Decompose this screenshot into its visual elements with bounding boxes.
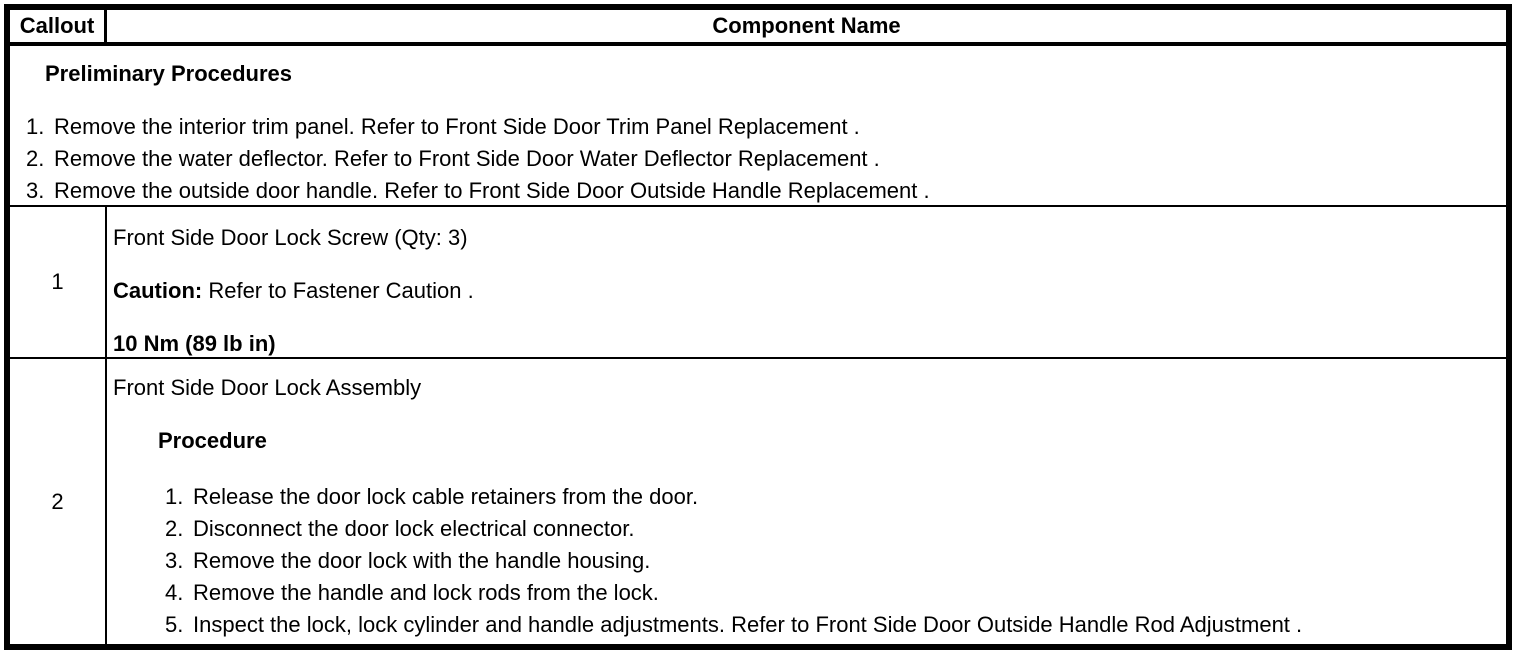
table-header-row: Callout Component Name [10,10,1506,46]
table-row-callout-2: 2 Front Side Door Lock Assembly Procedur… [10,359,1506,644]
preliminary-step: Remove the outside door handle. Refer to… [54,178,930,203]
caution-line: Caution: Refer to Fastener Caution . [113,275,1506,306]
table-row-callout-1: 1 Front Side Door Lock Screw (Qty: 3) Ca… [10,207,1506,359]
callout-number: 2 [51,488,64,514]
procedure-step: Release the door lock cable retainers fr… [193,484,699,509]
callout-number-cell: 1 [10,207,107,357]
procedure-step: Disconnect the door lock electrical conn… [193,516,635,541]
component-name-text: Front Side Door Lock Assembly [113,375,422,400]
preliminary-step: Remove the interior trim panel. Refer to… [54,114,860,139]
component-callout-table: Callout Component Name Preliminary Proce… [4,4,1512,650]
component-name-text: Front Side Door Lock Screw (Qty: 3) [113,225,468,250]
torque-spec: 10 Nm (89 lb in) [113,331,276,356]
component-name-header-label: Component Name [712,13,901,38]
preliminary-procedures-section: Preliminary Procedures Remove the interi… [10,46,1506,207]
preliminary-procedures-title: Preliminary Procedures [45,61,293,86]
callout-header-label: Callout [19,13,95,38]
procedure-steps-list: Release the door lock cable retainers fr… [113,481,1506,641]
component-cell: Front Side Door Lock Assembly Procedure … [107,359,1506,644]
preliminary-step: Remove the water deflector. Refer to Fro… [54,146,880,171]
caution-label: Caution: [113,278,203,303]
callout-number-cell: 2 [10,359,107,644]
component-cell: Front Side Door Lock Screw (Qty: 3) Caut… [107,207,1506,357]
component-name-column-header: Component Name [107,10,1506,42]
procedure-heading: Procedure [158,428,267,453]
callout-column-header: Callout [10,10,107,42]
preliminary-steps-list: Remove the interior trim panel. Refer to… [10,111,1506,205]
callout-number: 1 [51,269,64,294]
procedure-step: Remove the handle and lock rods from the… [193,580,659,605]
caution-text: Refer to Fastener Caution . [208,278,474,303]
procedure-step: Inspect the lock, lock cylinder and hand… [193,612,1303,637]
procedure-step: Remove the door lock with the handle hou… [193,548,651,573]
